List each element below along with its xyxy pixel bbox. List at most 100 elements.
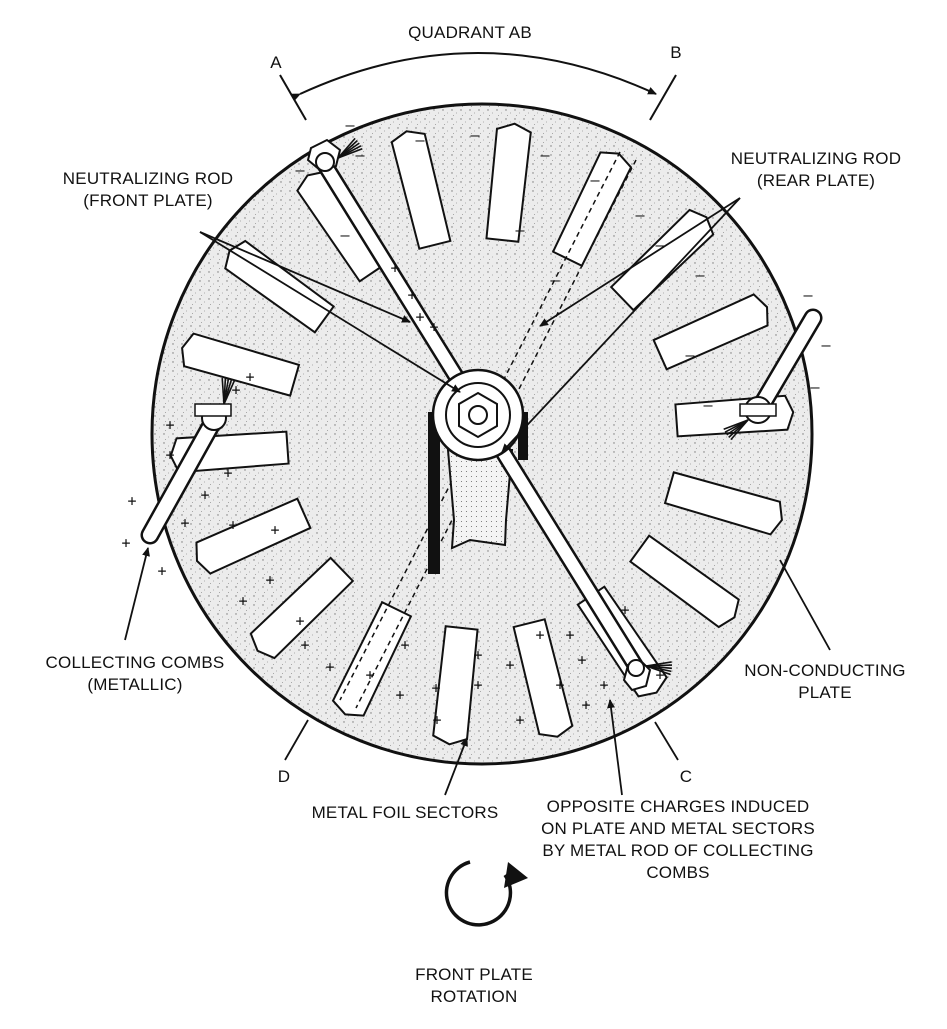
foil-sector xyxy=(390,130,452,250)
label-opposite-4: COMBS xyxy=(646,863,709,882)
plus-charge: + xyxy=(599,676,608,694)
plus-charge: + xyxy=(395,686,404,704)
hub xyxy=(431,368,525,462)
label-nonconducting-2: PLATE xyxy=(798,683,852,702)
plus-charge: + xyxy=(429,318,438,336)
plus-charge: + xyxy=(505,656,514,674)
label-combs-1: COLLECTING COMBS xyxy=(46,653,225,672)
minus-charge: — xyxy=(470,126,480,144)
foil-sector xyxy=(512,618,574,738)
label-point-b: B xyxy=(670,43,682,62)
plus-charge: + xyxy=(431,679,440,697)
plus-charge: + xyxy=(231,381,240,399)
label-neutralizing-front-1: NEUTRALIZING ROD xyxy=(63,169,233,188)
plus-charge: + xyxy=(265,571,274,589)
foil-sector xyxy=(485,122,532,243)
rotation-indicator xyxy=(444,860,528,927)
foil-sector xyxy=(331,600,413,717)
minus-charge: — xyxy=(703,396,713,414)
foil-sector xyxy=(663,471,783,536)
plus-charge: + xyxy=(157,562,166,580)
foil-sector xyxy=(195,497,312,575)
plus-charge: + xyxy=(270,521,279,539)
foil-sector xyxy=(181,332,301,397)
minus-charge: — xyxy=(810,378,820,396)
leader-lines xyxy=(124,197,831,796)
plus-charge: + xyxy=(300,636,309,654)
label-rotation-1: FRONT PLATE xyxy=(415,965,533,984)
foil-sector xyxy=(628,534,740,629)
spark-line xyxy=(645,665,671,676)
spark-brushes xyxy=(221,137,749,676)
foil-sector xyxy=(551,151,633,268)
plus-charge: + xyxy=(200,486,209,504)
label-neutralizing-front-2: (FRONT PLATE) xyxy=(83,191,212,210)
label-combs-2: (METALLIC) xyxy=(87,675,182,694)
spark-line xyxy=(337,147,363,159)
collecting-comb-right xyxy=(739,308,823,424)
plus-charge: + xyxy=(515,711,524,729)
plus-charge: + xyxy=(390,259,399,277)
plus-charge: + xyxy=(365,666,374,684)
plus-charge: + xyxy=(407,286,416,304)
plus-charge: + xyxy=(127,492,136,510)
minus-charge: — xyxy=(635,206,645,224)
foil-sector xyxy=(432,625,479,746)
foil-sector xyxy=(249,556,355,660)
foil-sector xyxy=(652,293,769,371)
label-neutralizing-rear-2: (REAR PLATE) xyxy=(757,171,875,190)
plus-charge: + xyxy=(165,416,174,434)
plus-charge: + xyxy=(577,651,586,669)
plus-charge: + xyxy=(180,514,189,532)
plus-charge: + xyxy=(432,711,441,729)
rod-shadow-left xyxy=(428,412,440,574)
plus-charge: + xyxy=(238,592,247,610)
label-quadrant: QUADRANT AB xyxy=(408,23,532,42)
minus-charge: — xyxy=(340,226,350,244)
minus-charge: — xyxy=(415,131,425,149)
plus-charge: + xyxy=(655,666,664,684)
label-opposite-2: ON PLATE AND METAL SECTORS xyxy=(541,819,815,838)
plus-charge: + xyxy=(473,676,482,694)
label-opposite-3: BY METAL ROD OF COLLECTING xyxy=(542,841,813,860)
plus-charge: + xyxy=(620,601,629,619)
plus-charge: + xyxy=(535,626,544,644)
plus-charge: + xyxy=(473,646,482,664)
plus-charge: + xyxy=(555,676,564,694)
minus-charge: — xyxy=(515,221,525,239)
plus-charge: + xyxy=(400,636,409,654)
foil-sector xyxy=(609,208,715,312)
spark-line xyxy=(223,379,236,405)
quadrant-arc xyxy=(279,52,677,121)
minus-charge: — xyxy=(821,336,831,354)
plus-charge: + xyxy=(415,308,424,326)
minus-charge: — xyxy=(655,236,665,254)
label-point-c: C xyxy=(680,767,692,786)
minus-charge: — xyxy=(803,286,813,304)
label-opposite-1: OPPOSITE CHARGES INDUCED xyxy=(547,797,810,816)
collecting-comb-left xyxy=(140,403,232,545)
minus-charge: — xyxy=(355,146,365,164)
charge-signs: ++++++++++++++++++++++++++++++++++++++——… xyxy=(121,116,831,729)
minus-charge: — xyxy=(550,271,560,289)
plus-charge: + xyxy=(228,516,237,534)
minus-charge: — xyxy=(590,171,600,189)
label-rotation-2: ROTATION xyxy=(431,987,518,1006)
spark-line xyxy=(723,419,749,431)
plus-charge: + xyxy=(581,696,590,714)
label-point-a: A xyxy=(270,53,282,72)
plus-charge: + xyxy=(223,464,232,482)
minus-charge: — xyxy=(540,146,550,164)
plus-charge: + xyxy=(325,658,334,676)
minus-charge: — xyxy=(685,346,695,364)
label-foil-sectors: METAL FOIL SECTORS xyxy=(312,803,499,822)
plus-charge: + xyxy=(245,368,254,386)
minus-charge: — xyxy=(695,266,705,284)
plus-charge: + xyxy=(565,626,574,644)
plus-charge: + xyxy=(295,612,304,630)
label-point-d: D xyxy=(278,767,290,786)
minus-charge: — xyxy=(295,161,305,179)
plus-charge: + xyxy=(121,534,130,552)
